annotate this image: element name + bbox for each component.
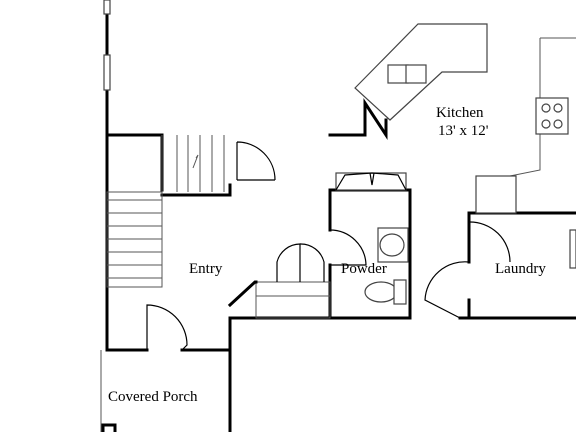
window-upper [103,0,111,15]
sink-icon [379,233,405,257]
porch-post [101,423,117,432]
front-door [146,304,188,351]
staircase [106,135,225,288]
cooktop-icon [535,97,569,135]
laundry-label: Laundry [495,261,546,277]
windows [103,0,576,269]
closet-door-swing [236,141,276,181]
kitchen-size: 13' x 12' [438,123,489,139]
kitchen-fixtures [354,23,576,214]
powder-label: Powder [341,261,387,277]
coat-closet [227,243,331,319]
window-left [103,54,111,91]
porch-label: Covered Porch [108,389,198,405]
powder-door [329,229,367,266]
toilet-tank-icon [393,279,407,305]
walls [101,0,576,432]
toilet-bowl-icon [364,281,398,303]
left-exterior-wall [105,0,149,352]
laundry-door [424,261,470,319]
kitchen-label: Kitchen [436,105,484,121]
refrigerator [475,175,517,214]
laundry-door-b [468,213,511,263]
sink-basin-left [387,64,409,84]
sink-basin-right [405,64,427,84]
entry-label: Entry [189,261,223,277]
kitchen-peninsula-wall [328,97,388,141]
window-laundry [569,229,576,269]
powder-fixtures [329,172,409,305]
